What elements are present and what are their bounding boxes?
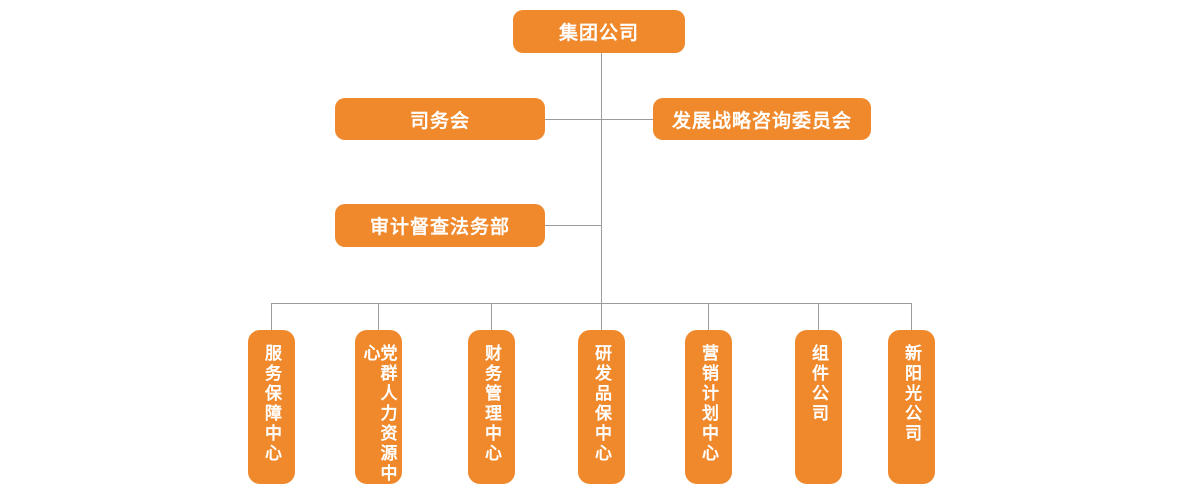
node-label: 研发品保中心 <box>592 344 611 464</box>
node-strategy-committee: 发展战略咨询委员会 <box>653 98 871 140</box>
connector-drop-6 <box>818 303 819 331</box>
node-finance-center: 财务管理中心 <box>468 330 515 484</box>
node-label: 司务会 <box>409 110 470 132</box>
connector-drop-1 <box>271 303 272 331</box>
node-label: 新阳光公司 <box>902 344 921 444</box>
node-label: 财务管理中心 <box>482 344 501 464</box>
node-new-sunshine-company: 新阳光公司 <box>888 330 935 484</box>
node-label: 党群人力资源中心 <box>360 344 397 484</box>
node-label: 服务保障中心 <box>262 344 281 464</box>
node-label: 组件公司 <box>809 344 828 424</box>
connector-drop-2 <box>378 303 379 331</box>
connector-branch-horizontal <box>271 303 912 304</box>
node-service-support-center: 服务保障中心 <box>248 330 295 484</box>
node-rnd-qa-center: 研发品保中心 <box>578 330 625 484</box>
node-council: 司务会 <box>335 98 545 140</box>
connector-drop-5 <box>708 303 709 331</box>
node-component-company: 组件公司 <box>795 330 842 484</box>
node-label: 营销计划中心 <box>699 344 718 464</box>
connector-level3-horizontal <box>545 225 602 226</box>
connector-drop-3 <box>491 303 492 331</box>
connector-level2-horizontal <box>545 119 653 120</box>
node-marketing-planning-center: 营销计划中心 <box>685 330 732 484</box>
connector-trunk-vertical <box>601 53 602 303</box>
node-label: 集团公司 <box>558 23 639 44</box>
connector-drop-7 <box>911 303 912 331</box>
node-label: 发展战略咨询委员会 <box>671 110 852 132</box>
node-group-company: 集团公司 <box>513 10 685 53</box>
connector-drop-4 <box>601 303 602 331</box>
node-label: 审计督查法务部 <box>369 217 510 238</box>
node-audit-legal-dept: 审计督查法务部 <box>335 204 545 247</box>
node-party-hr-center: 党群人力资源中心 <box>355 330 402 484</box>
